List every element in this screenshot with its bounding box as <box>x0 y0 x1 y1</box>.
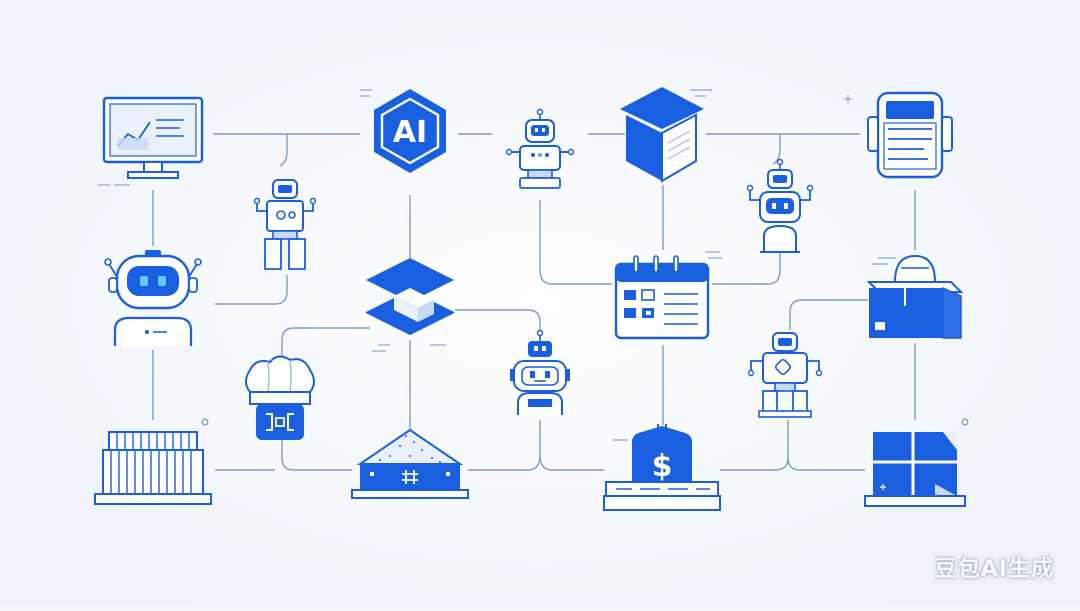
window-panel-icon <box>864 432 966 507</box>
decor-dashes <box>98 89 909 495</box>
document-icon <box>867 91 953 179</box>
robot-icon <box>505 108 575 189</box>
cash-building-icon: $ <box>603 424 721 511</box>
watermark-text: 豆包AI生成 <box>934 557 1054 582</box>
robot-icon <box>746 158 814 253</box>
box-icon <box>620 87 704 183</box>
dollar-symbol: $ <box>652 449 673 484</box>
robot-icon <box>747 332 823 418</box>
robot-head-icon <box>104 250 202 346</box>
package-icon <box>866 254 964 339</box>
robot-icon <box>510 329 570 415</box>
warehouse-icon <box>94 431 212 505</box>
connector-lines <box>152 133 969 471</box>
ai-hexagon-icon: AI <box>374 89 446 173</box>
chef-hat-icon <box>245 355 315 440</box>
robot-icon <box>253 179 317 270</box>
calendar-icon <box>614 255 710 340</box>
ai-label: AI <box>393 115 427 150</box>
monitor-chart-icon <box>102 96 204 179</box>
layers-icon <box>365 258 455 336</box>
tent-icon <box>351 428 469 499</box>
